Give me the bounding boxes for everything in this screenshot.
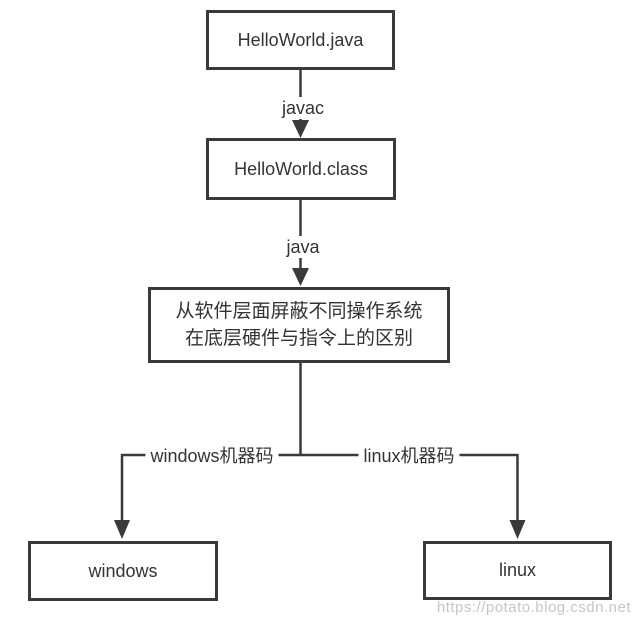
edge-compile-arrowhead-icon (292, 120, 309, 138)
node-windows-label: windows (88, 560, 158, 581)
edge-windows-arrowhead-icon (114, 520, 130, 539)
node-helloworld-java: HelloWorld.java (206, 10, 395, 70)
node-helloworld-java-label: HelloWorld.java (237, 29, 364, 50)
jvm-label-line-1: 从软件层面屏蔽不同操作系统 (175, 301, 423, 322)
edge-run-arrowhead-icon (292, 268, 309, 286)
node-jvm-abstraction: 从软件层面屏蔽不同操作系统 在底层硬件与指令上的区别 (148, 287, 450, 363)
node-linux-label: linux (498, 560, 537, 580)
node-helloworld-class-label: HelloWorld.class (234, 158, 368, 179)
edge-label-java: java (281, 236, 325, 258)
edge-label-linux-machine-code: linux机器码 (358, 445, 460, 467)
edge-linux-arrowhead-icon (509, 520, 526, 539)
node-windows: windows (28, 541, 218, 601)
jvm-label-line-2: 在底层硬件与指令上的区别 (184, 328, 413, 349)
node-linux: linux (423, 541, 612, 600)
node-helloworld-class: HelloWorld.class (206, 138, 396, 200)
edge-label-windows-machine-code: windows机器码 (145, 445, 279, 467)
watermark: https://potato.blog.csdn.net (436, 599, 631, 616)
edge-label-javac: javac (276, 97, 330, 119)
